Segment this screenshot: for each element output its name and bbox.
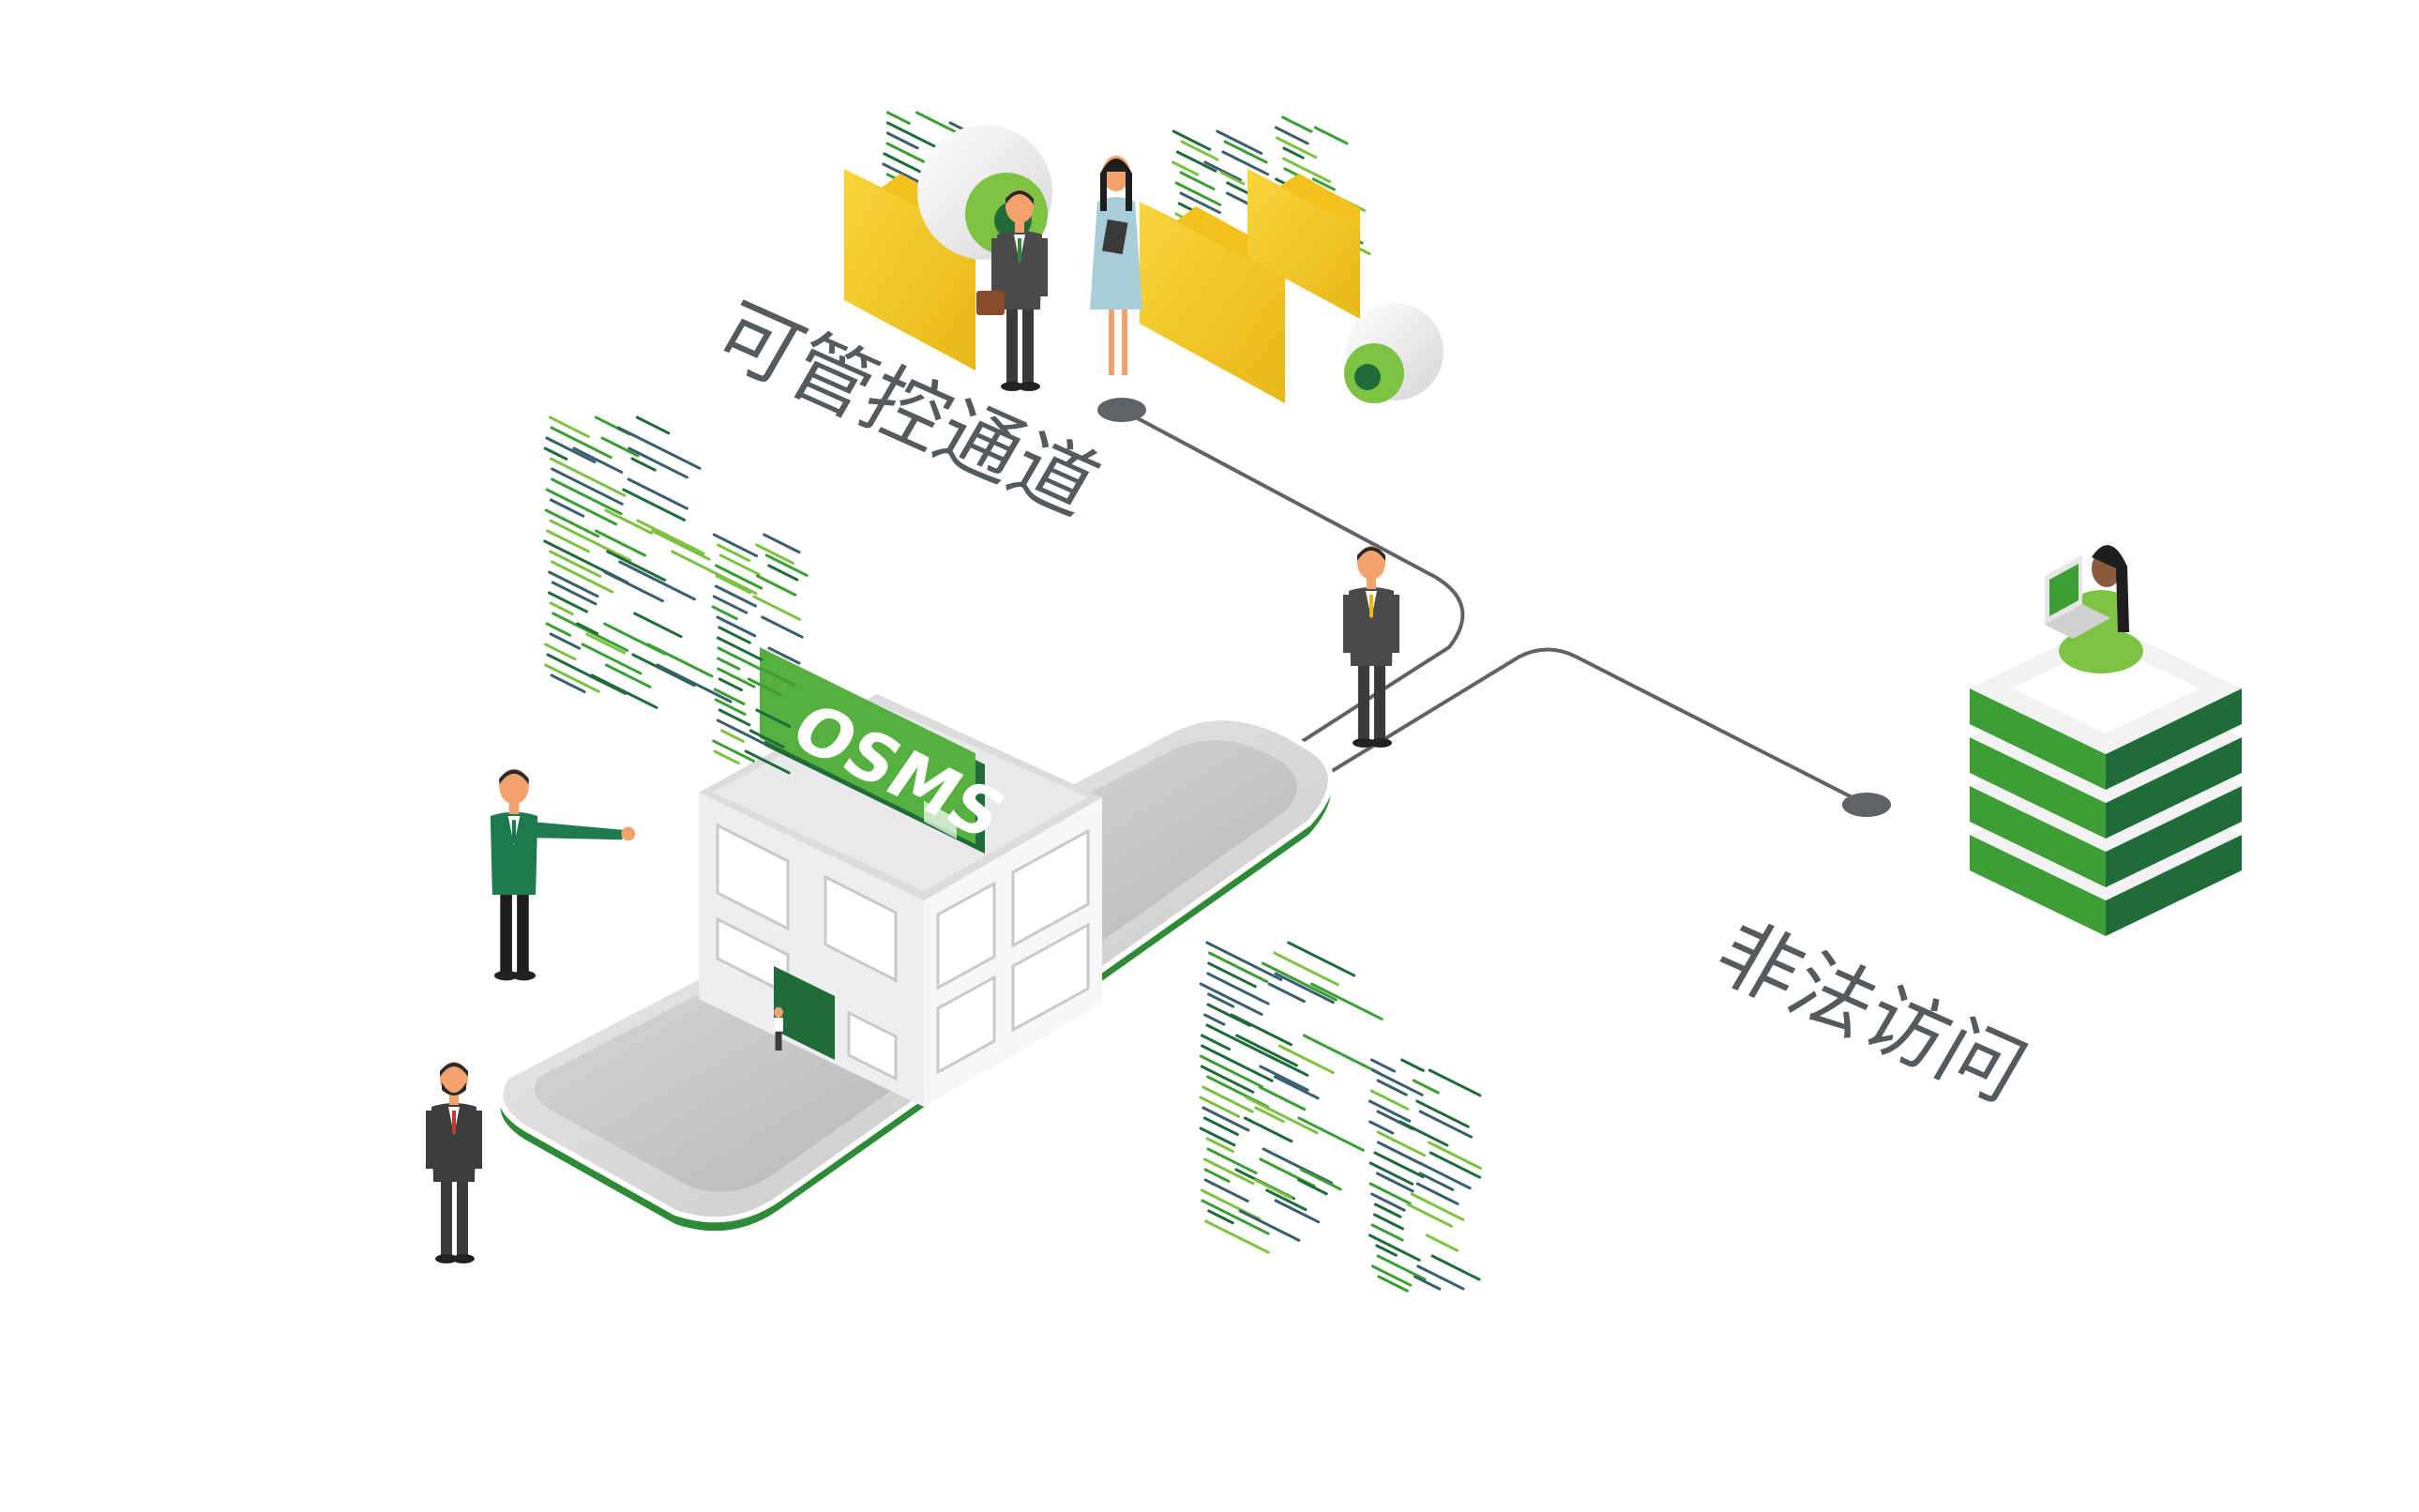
- building-door: [774, 966, 835, 1060]
- connection-lines: [1121, 408, 1867, 827]
- access-endpoint-dot: [1842, 793, 1891, 817]
- channel-endpoint-dot: [1097, 398, 1146, 422]
- illegal-access-label: 非法访问: [1699, 906, 2040, 1119]
- people-group: [426, 156, 1399, 1263]
- laptop-icon: [2045, 555, 2110, 639]
- eye-icon: [1344, 303, 1444, 403]
- controlled-channel-line: [1121, 408, 1465, 799]
- server-stack-icon: [1970, 545, 2242, 936]
- folder-icon: [1247, 169, 1360, 319]
- illegal-access-line: [1241, 647, 1867, 827]
- folder-icon: [1140, 202, 1285, 403]
